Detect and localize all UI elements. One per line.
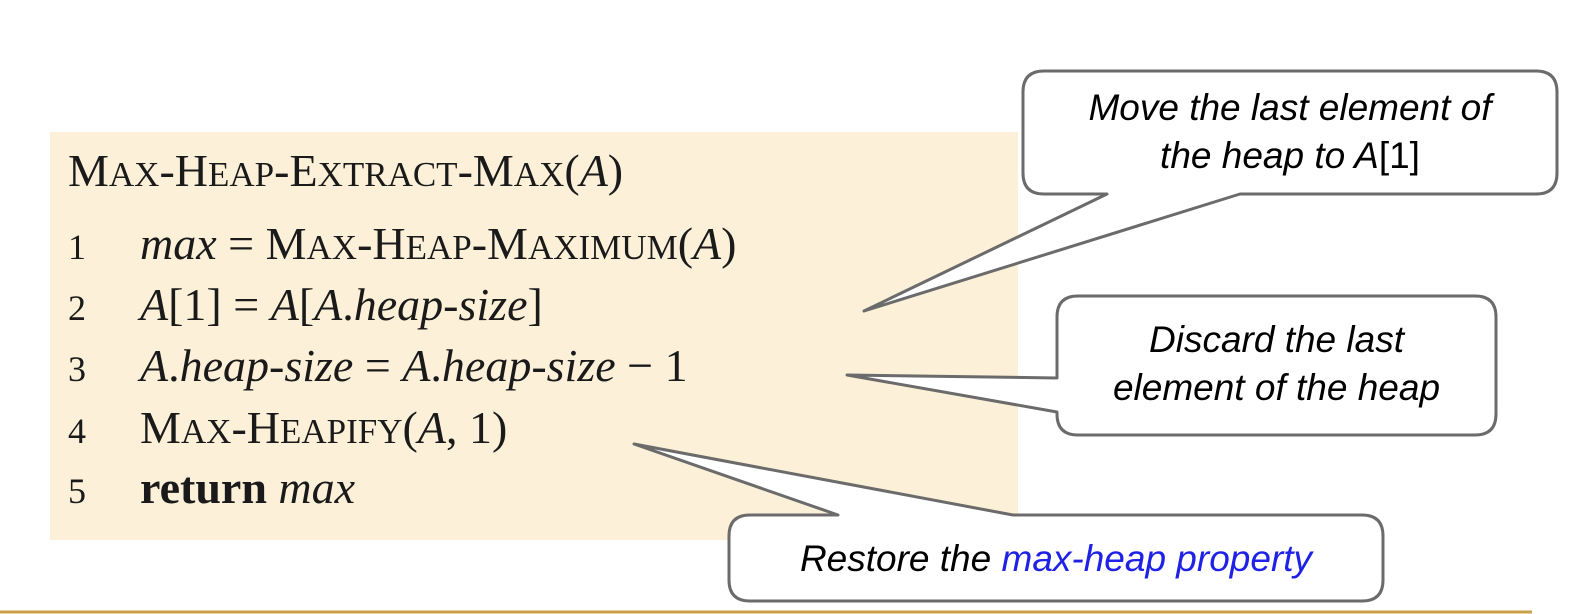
code-box (50, 132, 1018, 540)
code-token: . (430, 340, 442, 391)
code-token: EAP (405, 228, 472, 267)
code-token: = (216, 218, 266, 269)
code-token: heap-size (353, 279, 528, 330)
code-token: A (693, 218, 722, 269)
callout-move-array-name: A (1354, 135, 1379, 176)
code-token: A (417, 402, 446, 453)
callout-discard-line-2: element of the heap (1112, 367, 1441, 408)
callout-discard-line-1: Discard the last (1149, 319, 1404, 360)
code-token: return (140, 462, 267, 513)
code-token: EAPIFY (280, 412, 403, 451)
line-number: 5 (68, 471, 86, 511)
max-heap-property-link[interactable]: max-heap property (1001, 538, 1313, 579)
title-part: M (68, 145, 109, 196)
code-token: ) (721, 218, 737, 269)
code-token: = (353, 340, 403, 391)
code-token: . (342, 279, 354, 330)
code-token: heap-size (179, 340, 354, 391)
code-line-1: 1 max = MAX-HEAP-MAXIMUM(A) (68, 216, 736, 276)
title-part: EAP (208, 155, 275, 194)
callout-restore-text: Restore the max-heap property (732, 535, 1380, 583)
line-number: 4 (68, 411, 86, 451)
code-token: AX (180, 412, 232, 451)
title-part: -E (274, 145, 318, 196)
callout-discard-text: Discard the last element of the heap (1060, 316, 1493, 412)
code-token: AXIMUM (527, 228, 678, 267)
code-token: max (278, 462, 356, 513)
code-token: ( (402, 402, 418, 453)
code-token: heap-size (441, 340, 616, 391)
code-token: A (140, 340, 169, 391)
code-token: . (168, 340, 180, 391)
line-number: 1 (68, 227, 86, 267)
title-part: XTRACT (317, 155, 458, 194)
line-number: 2 (68, 288, 86, 328)
code-line-5: 5 return max (68, 460, 355, 519)
code-token: ( (677, 218, 694, 269)
algorithm-title: MAX-HEAP-EXTRACT-MAX(A) (68, 143, 623, 203)
code-token: [1] = (168, 279, 271, 330)
code-token: -H (231, 402, 281, 453)
callout-move-text: Move the last element of the heap to A[1… (1026, 84, 1554, 180)
code-token: − 1 (615, 340, 688, 391)
callout-restore-prefix: Restore the (799, 538, 1002, 579)
code-token: A (140, 279, 169, 330)
title-part: A (579, 145, 608, 196)
title-part: -M (457, 145, 514, 196)
code-token: M (265, 218, 307, 269)
callout-move-bubble (862, 69, 1559, 313)
callout-move-line-2-text: the heap to (1160, 135, 1355, 176)
code-token: A (402, 340, 431, 391)
callout-restore-bubble (632, 442, 1385, 603)
callout-move-array-index: [1] (1378, 135, 1420, 176)
code-token: , 1) (445, 402, 508, 453)
line-number: 3 (68, 349, 86, 389)
code-token: AX (306, 228, 358, 267)
code-token: ] (527, 279, 543, 330)
title-part: AX (108, 155, 160, 194)
title-part: -H (159, 145, 209, 196)
code-token: [ (298, 279, 315, 330)
code-token: -M (471, 218, 528, 269)
code-line-4: 4 MAX-HEAPIFY(A, 1) (68, 400, 507, 460)
title-part: ) (607, 145, 624, 196)
code-token: max (140, 218, 217, 269)
callout-discard-bubble (845, 294, 1498, 437)
callout-move-line-1: Move the last element of (1088, 87, 1492, 128)
code-token: M (140, 402, 181, 453)
callout-move-line-2: the heap to A[1] (1026, 132, 1554, 180)
code-token: A (314, 279, 343, 330)
code-token: A (270, 279, 299, 330)
title-part: ( (564, 145, 580, 196)
title-part: AX (513, 155, 565, 194)
code-token: -H (357, 218, 406, 269)
